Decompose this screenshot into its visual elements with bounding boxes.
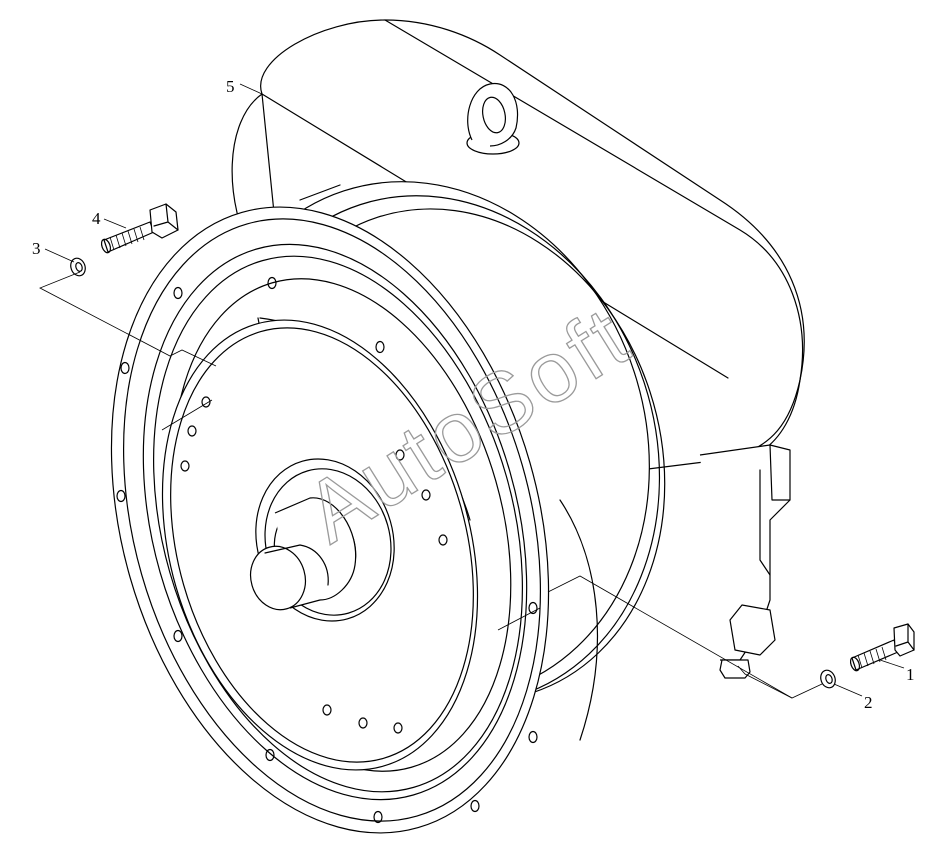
lock-washer-lower (820, 669, 836, 689)
lock-washer-upper (70, 257, 86, 277)
callout-4: 4 (92, 209, 101, 228)
callout-5: 5 (226, 77, 235, 96)
bolt-lower (849, 623, 915, 672)
callout-1: 1 (906, 665, 915, 684)
bolt-upper (100, 203, 179, 254)
leader-lines (44, 83, 905, 697)
flange-holes (116, 276, 538, 824)
lifting-eye (466, 83, 520, 155)
disc-holes (180, 396, 448, 734)
assembly-lines (39, 271, 823, 699)
hub-and-shaft (249, 458, 395, 622)
callout-3: 3 (32, 239, 41, 258)
callout-2: 2 (864, 693, 873, 712)
